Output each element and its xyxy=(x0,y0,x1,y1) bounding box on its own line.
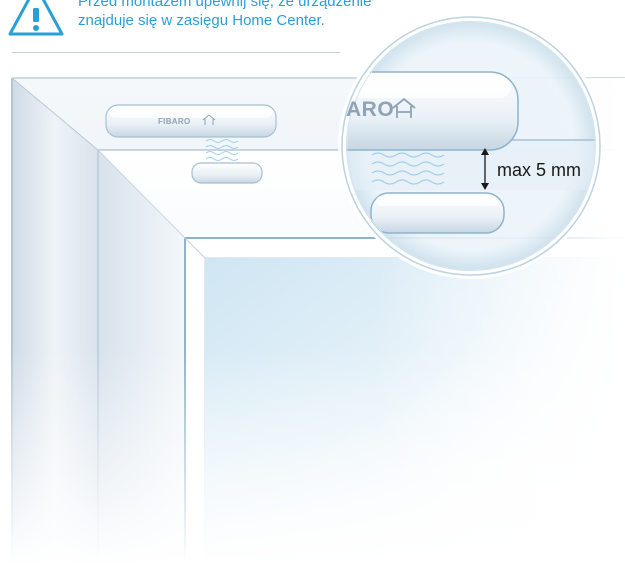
warning-triangle-icon xyxy=(10,0,62,34)
sensor-main-body xyxy=(106,105,276,137)
sensor-magnet-magnified xyxy=(371,193,504,233)
divider xyxy=(12,52,340,53)
sensor-brand-label: FIBARO xyxy=(158,117,190,126)
sensor-magnet-small xyxy=(192,163,262,183)
sensor-brand-label-magnified: ARO xyxy=(346,98,394,122)
warning-line-2: znajduje się w zasięgu Home Center. xyxy=(78,11,438,30)
gap-measurement-label: max 5 mm xyxy=(497,160,581,181)
warning-line-1: Przed montażem upewnij się, że urządzeni… xyxy=(78,0,438,11)
warning-message: Przed montażem upewnij się, że urządzeni… xyxy=(78,0,438,30)
